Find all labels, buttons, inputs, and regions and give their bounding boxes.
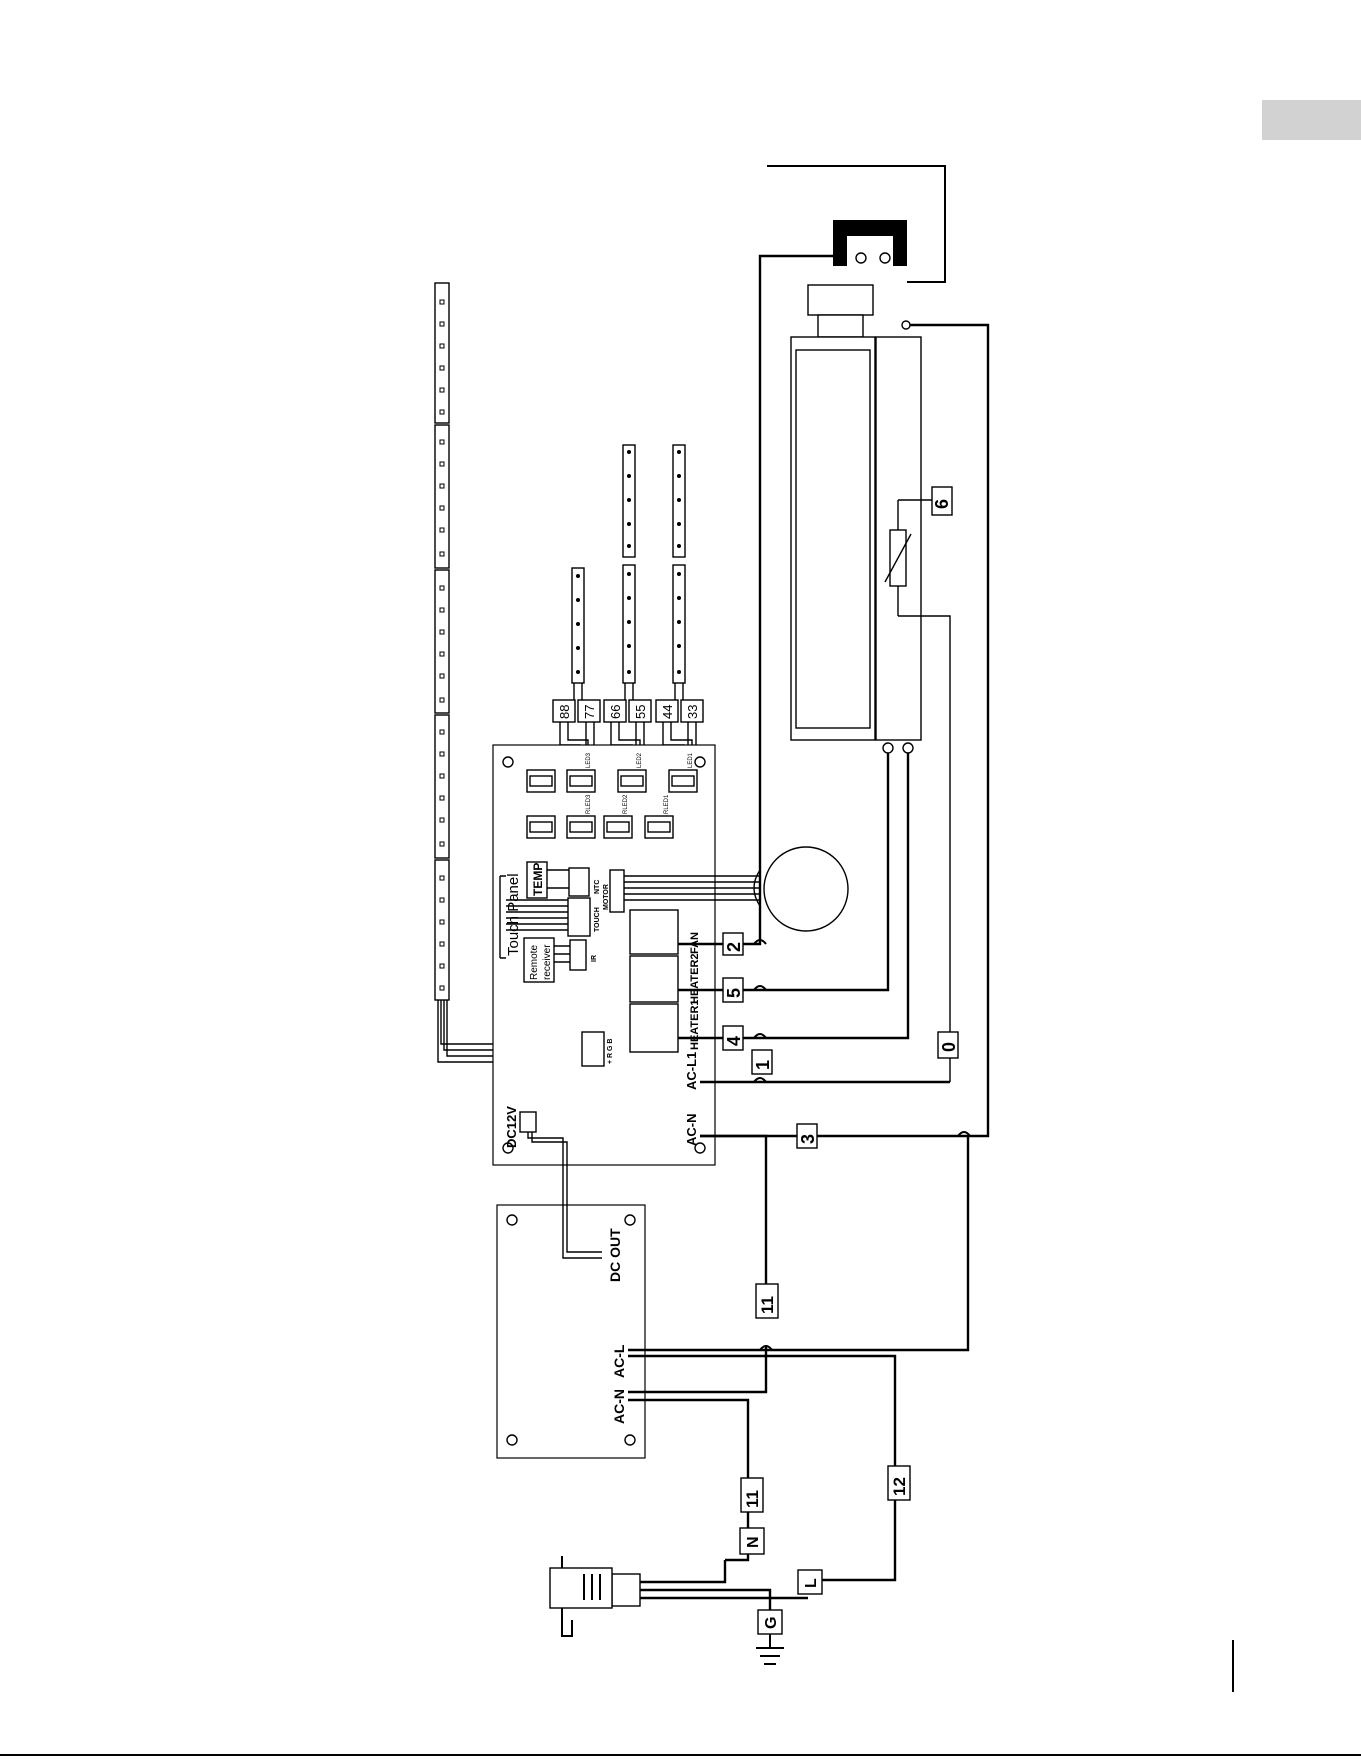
touch-label: TOUCH	[594, 907, 601, 932]
led-bars	[572, 445, 685, 700]
wire-11b-label: 11	[743, 1490, 762, 1508]
led1-label: LED1	[688, 752, 694, 768]
motor-connector	[610, 870, 624, 912]
touch-connector	[568, 898, 590, 936]
power-supply: DC OUT AC-L AC-N	[497, 1132, 645, 1458]
ntc-connector	[569, 868, 589, 896]
motor-icon	[764, 847, 848, 931]
n-label: N	[745, 1536, 762, 1548]
rgb-label: + R G B	[607, 1039, 614, 1064]
rled3-label: RLED3	[586, 794, 592, 814]
dc12v-connector	[520, 1112, 536, 1132]
wire-11a-label: 11	[758, 1296, 777, 1314]
ir-connector	[570, 940, 586, 970]
wire-1-label: 1	[753, 1060, 773, 1070]
ac-l1-label: AC-L1	[684, 1052, 699, 1090]
heater2-label: HEATER2	[689, 953, 701, 1004]
wire-3-label: 3	[798, 1134, 818, 1144]
plug-66-label: 66	[608, 705, 623, 719]
rled1-label: RLED1	[664, 794, 670, 814]
heater2-relay	[630, 956, 678, 1002]
power-plug	[550, 1556, 808, 1664]
ground-icon	[756, 1634, 784, 1664]
wire-5-label: 5	[724, 988, 744, 998]
l-label: L	[803, 1578, 820, 1588]
footer-rule	[0, 1754, 1361, 1756]
wire-12-label: 12	[890, 1477, 909, 1496]
dc12v-label: DC12V	[504, 1106, 519, 1148]
ac-l-psu-label: AC-L	[611, 1344, 627, 1378]
ac-n-board-label: AC-N	[684, 1114, 699, 1147]
motor-label: MOTOR	[603, 884, 610, 910]
plug-44-label: 44	[660, 705, 675, 719]
wire-6-label: 6	[932, 499, 952, 509]
g-label: G	[763, 1617, 780, 1629]
ac-n-psu-label: AC-N	[611, 1389, 627, 1424]
plug-55-label: 55	[633, 705, 648, 719]
plug-88-label: 88	[557, 705, 572, 719]
rled2-label: RLED2	[623, 794, 629, 814]
heater1-label: HEATER1	[689, 999, 701, 1050]
wire-0-label: 0	[939, 1042, 959, 1052]
led2-label: LED2	[637, 752, 643, 768]
fan-relay	[630, 910, 678, 954]
led3-label: LED3	[586, 752, 592, 768]
dc-out-label: DC OUT	[607, 1228, 623, 1282]
heater1-relay	[630, 1004, 678, 1052]
ir-label: IR	[591, 955, 598, 962]
touch-panel-label: Touch Panel	[505, 873, 522, 956]
plug-33-label: 33	[685, 705, 700, 719]
heater-assembly: 6	[767, 166, 952, 1082]
plug-77-label: 77	[582, 705, 597, 719]
wire-4-label: 4	[724, 1036, 744, 1046]
plug-icon	[550, 1568, 612, 1608]
rgb-connector	[582, 1032, 604, 1066]
temp-label: TEMP	[531, 863, 545, 896]
receiver-label: receiver	[542, 944, 553, 980]
remote-label: Remote	[529, 945, 540, 980]
control-board: LED3 LED2 LED1 RLED3 RLED2 RLED1 Touch P…	[493, 745, 715, 1165]
wire-2-label: 2	[724, 942, 744, 952]
page-marker	[1232, 1640, 1234, 1692]
ntc-label: NTC	[594, 880, 601, 894]
